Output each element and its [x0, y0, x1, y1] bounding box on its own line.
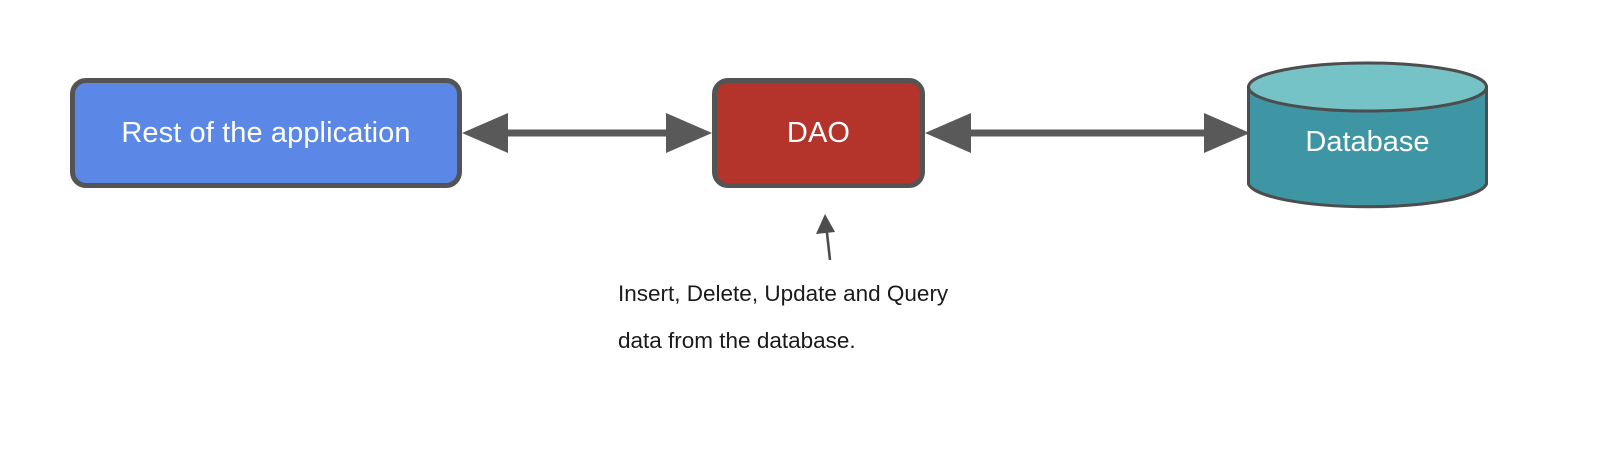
arrowhead-left-icon — [925, 113, 971, 153]
database-cylinder-icon — [1247, 61, 1488, 209]
annotation-caption: Insert, Delete, Update and Query data fr… — [618, 270, 1078, 364]
annotation-caption-line-2: data from the database. — [618, 328, 856, 353]
node-dao[interactable]: DAO — [712, 78, 925, 188]
node-database-label: Database — [1305, 126, 1430, 158]
arrowhead-left-icon — [462, 113, 508, 153]
connector-app-dao[interactable] — [460, 104, 714, 162]
connector-dao-database[interactable] — [923, 104, 1252, 162]
arrowhead-right-icon — [666, 113, 712, 153]
node-dao-label: DAO — [786, 116, 851, 149]
node-database[interactable]: Database — [1247, 61, 1488, 209]
node-rest-of-application[interactable]: Rest of the application — [70, 78, 462, 188]
arrowhead-right-icon — [1204, 113, 1250, 153]
node-rest-of-application-label: Rest of the application — [121, 116, 411, 149]
annotation-caption-line-1: Insert, Delete, Update and Query — [618, 281, 949, 306]
annotation-arrow-up-icon — [816, 214, 835, 261]
